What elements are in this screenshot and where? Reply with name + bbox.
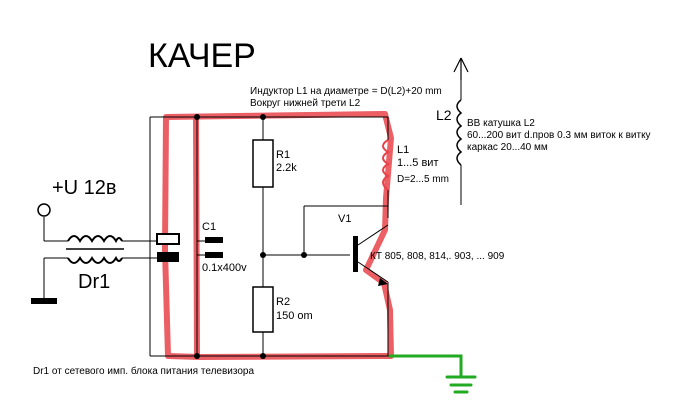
dr1-note: Dr1 от сетевого имп. блока питания телев… — [33, 365, 254, 377]
r1-label: R1 — [276, 149, 290, 161]
l2-note-line3: каркас 20...40 мм — [467, 142, 548, 153]
l2-note-line2: 60...200 вит d.пров 0.3 мм виток к витку — [467, 130, 651, 141]
l2-note-line1: ВВ катушка L2 — [467, 118, 535, 129]
l2-label: L2 — [436, 107, 452, 123]
supply-label: +U 12в — [52, 177, 117, 199]
r2-label: R2 — [276, 296, 290, 308]
l1-label: L1 — [397, 144, 409, 156]
supply-terminal — [37, 203, 51, 217]
l1-turns: 1...5 вит — [397, 157, 439, 169]
capacitor-c1 — [205, 237, 223, 258]
transistor-v1 — [353, 236, 388, 286]
resistor-r2 — [252, 286, 274, 333]
c1-value: 0.1x400v — [202, 262, 247, 274]
inductor-note-line1: Индуктор L1 на диаметре = D(L2)+20 mm — [250, 86, 442, 97]
v1-types: КТ 805, 808, 814,. 903, ... 909 — [370, 251, 505, 262]
resistor-r1 — [252, 139, 274, 188]
r2-value: 150 om — [276, 310, 313, 322]
ground-bar-left — [31, 298, 57, 304]
r1-value: 2.2k — [276, 162, 297, 174]
ground-symbol — [388, 354, 477, 394]
antenna-arrow-icon — [453, 57, 469, 80]
page-title: КАЧЕР — [148, 37, 256, 75]
filter-capacitor — [156, 233, 180, 262]
dr1-choke — [66, 235, 124, 264]
c1-label: C1 — [202, 221, 216, 233]
inductor-l1 — [382, 139, 390, 191]
l1-diameter: D=2...5 mm — [397, 174, 449, 185]
junction-dots — [194, 114, 307, 359]
inductor-l2 — [456, 99, 463, 166]
v1-label: V1 — [338, 213, 351, 225]
dr1-label: Dr1 — [78, 271, 110, 293]
inductor-note-line2: Вокруг нижней трети L2 — [250, 98, 361, 109]
